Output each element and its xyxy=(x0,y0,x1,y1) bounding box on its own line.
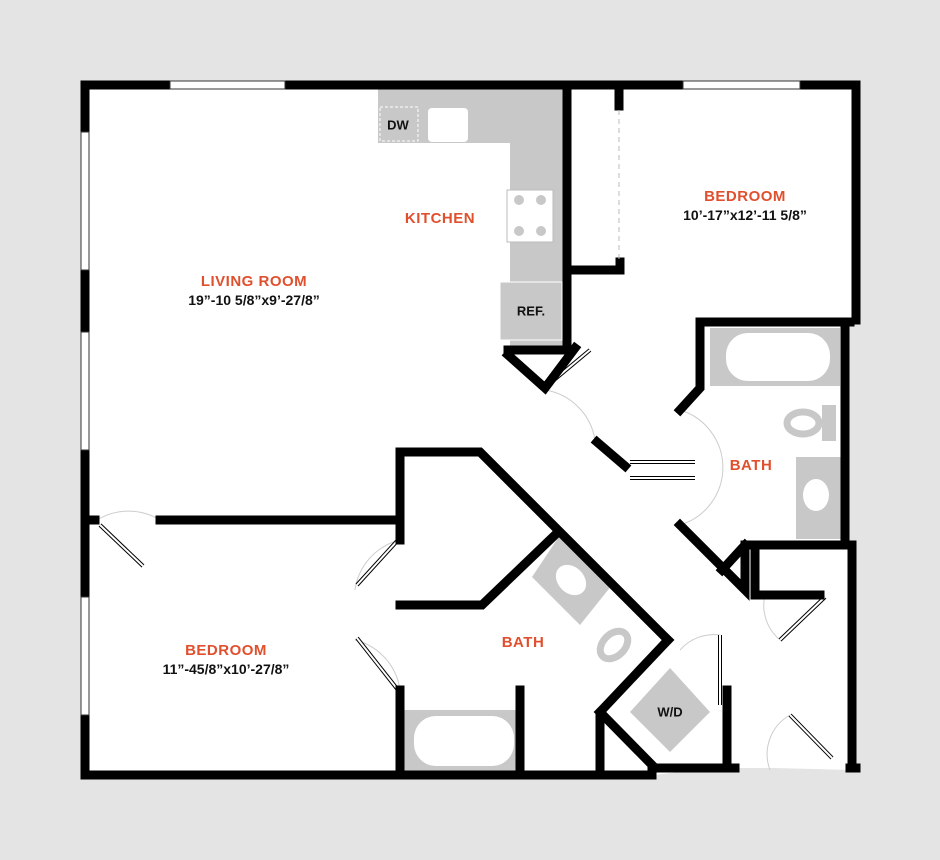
refrigerator xyxy=(499,281,563,341)
room-name: KITCHEN xyxy=(404,210,476,227)
kitchen-sink xyxy=(428,108,468,142)
room-dimensions: 10’-17”x12’-11 5/8” xyxy=(683,207,807,223)
room-name: BATH xyxy=(501,634,545,651)
room-name: BEDROOM xyxy=(704,188,786,205)
room-name: BATH xyxy=(729,457,773,474)
bedroom-lower-label: BEDROOM 11”-45/8”x10’-27/8” xyxy=(163,642,290,677)
refrigerator-label: REF. xyxy=(516,303,546,319)
room-dimensions: 11”-45/8”x10’-27/8” xyxy=(162,661,290,677)
toilet-upper xyxy=(783,405,836,441)
floor-area xyxy=(85,85,856,775)
bath-upper-label: BATH xyxy=(730,457,773,474)
bedroom-upper-label: BEDROOM 10’-17”x12’-11 5/8” xyxy=(683,188,807,223)
washer-dryer-label: W/D xyxy=(657,704,683,720)
living-room-label: LIVING ROOM 19”-10 5/8”x9’-27/8” xyxy=(188,273,320,308)
toilet-lower xyxy=(596,627,632,663)
room-name: LIVING ROOM xyxy=(200,273,308,290)
windows xyxy=(80,80,801,716)
dishwasher-label: DW xyxy=(387,117,409,133)
room-name: BEDROOM xyxy=(185,642,267,659)
dishwasher xyxy=(379,106,419,142)
washer-dryer xyxy=(630,668,710,752)
room-dimensions: 19”-10 5/8”x9’-27/8” xyxy=(188,292,320,308)
stove xyxy=(506,189,554,243)
bath-lower-label: BATH xyxy=(502,634,545,651)
kitchen-label: KITCHEN xyxy=(405,210,475,227)
